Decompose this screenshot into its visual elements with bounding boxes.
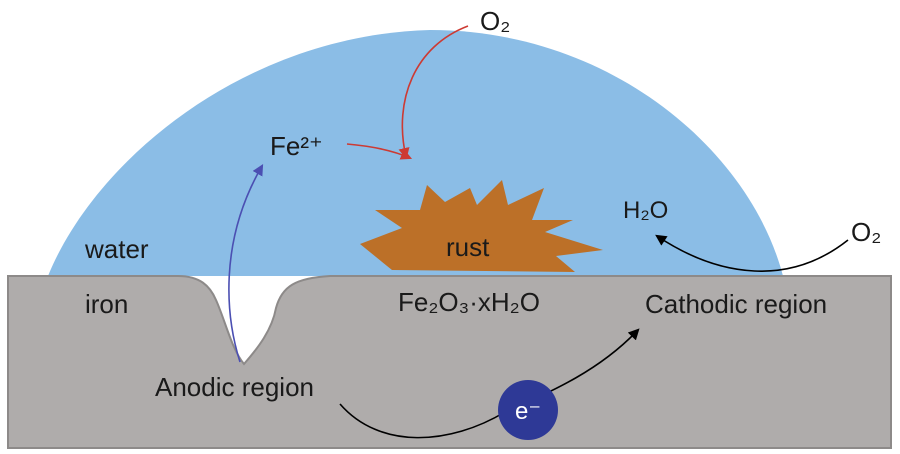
o2-to-rust-arrow bbox=[398, 25, 469, 160]
fe-ion-label: Fe²⁺ bbox=[270, 131, 323, 161]
iron-block bbox=[7, 275, 892, 449]
electron-label: e⁻ bbox=[515, 398, 541, 425]
water-label: water bbox=[84, 234, 149, 264]
cathodic-region-label: Cathodic region bbox=[645, 289, 827, 319]
o2-top-label: O₂ bbox=[480, 6, 510, 36]
anodic-region-label: Anodic region bbox=[155, 372, 314, 402]
rust-deposit bbox=[360, 180, 603, 272]
water-droplet bbox=[48, 30, 783, 276]
fe-ion-arrow bbox=[228, 164, 264, 363]
o2-to-h2o-arrow bbox=[655, 234, 849, 272]
rust-formula-label: Fe₂O₃·xH₂O bbox=[398, 287, 540, 317]
o2-right-label: O₂ bbox=[851, 217, 881, 247]
iron-label: iron bbox=[85, 289, 128, 319]
electron-circle bbox=[498, 380, 558, 440]
h2o-label: H₂O bbox=[623, 197, 668, 224]
rust-label: rust bbox=[446, 232, 490, 262]
